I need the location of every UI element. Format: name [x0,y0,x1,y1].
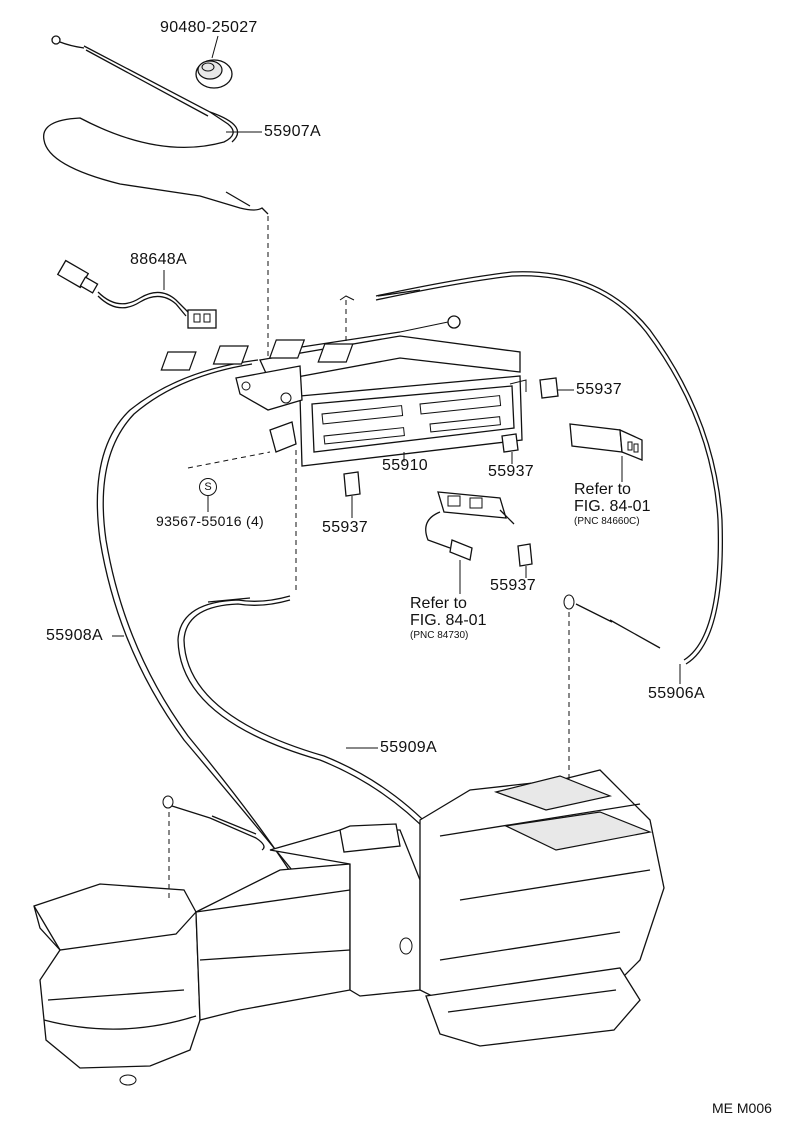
leader-screw [187,451,271,469]
clip-55937-c [343,471,361,497]
cable-55907a [43,35,269,215]
cable-55906a [339,271,724,665]
label-clip-1: 55937 [576,381,622,398]
label-cable-right: 55906A [648,685,705,702]
ref-2-line2: FIG. 84-01 [410,611,487,629]
ref-2-pnc: (PNC 84730) [410,629,469,641]
ref-2-line1: Refer to [410,595,467,612]
clip-55937-b [501,433,519,453]
clip-55937-d [517,543,533,567]
ref-1-line2: FIG. 84-01 [574,497,651,515]
reference-blower-switch: Refer to FIG. 84-01 (PNC 84660C) [574,481,651,527]
label-cable-left: 55908A [46,627,103,644]
grommet-part [195,59,233,89]
label-clip-4: 55937 [490,577,536,594]
drawing-code: ME M006 [712,1100,772,1116]
ref-1-line1: Refer to [574,481,631,498]
label-clip-2: 55937 [488,463,534,480]
reference-heater-switch: Refer to FIG. 84-01 (PNC 84730) [410,595,487,641]
label-leaders [112,35,681,749]
ref-1-pnc: (PNC 84660C) [574,515,640,527]
cable-55908a [96,359,301,885]
screw-symbol: S [199,478,217,496]
heater-unit [33,769,665,1086]
clip-55937-a [539,377,559,399]
label-cable-top: 55907A [264,123,321,140]
wire-harness-88648a [56,259,217,329]
heater-switch [425,491,515,561]
heater-control-panel [160,315,527,467]
label-grommet: 90480-25027 [160,19,258,36]
label-clip-3: 55937 [322,519,368,536]
blower-switch [569,423,643,461]
label-wire-harness: 88648A [130,251,187,268]
label-control-panel: 55910 [382,457,428,474]
label-screw: 93567-55016 (4) [156,513,265,529]
label-cable-middle: 55909A [380,739,437,756]
